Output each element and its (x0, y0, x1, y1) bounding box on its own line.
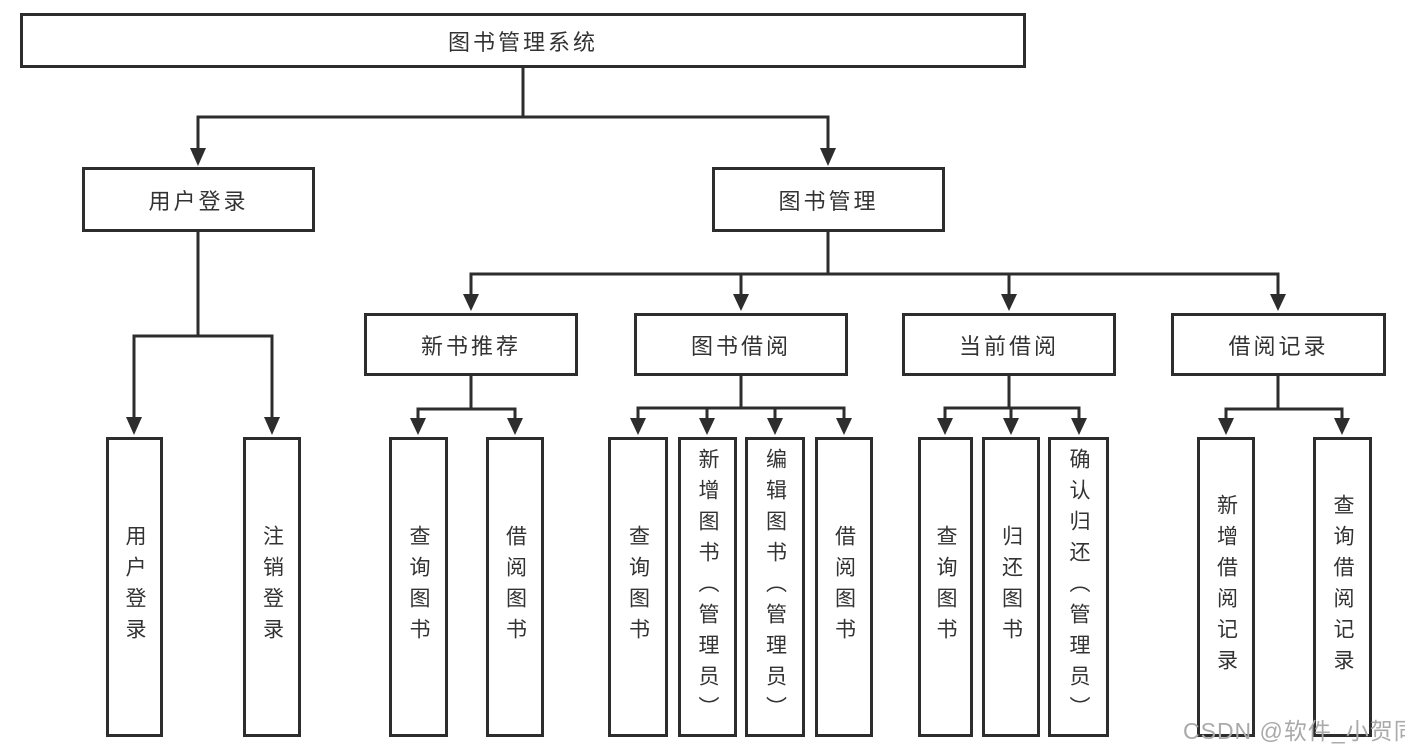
arrowhead (1003, 418, 1019, 435)
arrowhead (836, 418, 852, 435)
node-user-login: 用户登录 (82, 167, 315, 232)
arrowhead (1001, 294, 1017, 311)
arrowhead (190, 148, 206, 166)
leaf-borrowing-edit-books-admin: 编辑图书（管理员） (745, 437, 805, 737)
arrowhead (1334, 418, 1350, 435)
arrowhead (630, 418, 646, 435)
arrowhead (463, 294, 479, 311)
node-book-borrowing: 图书借阅 (634, 313, 848, 376)
arrowhead (126, 417, 142, 435)
leaf-borrowing-query-books: 查询图书 (608, 437, 668, 737)
leaf-newrec-query-books: 查询图书 (389, 437, 448, 737)
connector-root-to-level2 (196, 66, 830, 152)
arrowhead (699, 418, 715, 435)
leaf-records-add-record: 新增借阅记录 (1197, 437, 1255, 737)
arrowhead (937, 418, 953, 435)
node-borrowing-records: 借阅记录 (1171, 313, 1386, 376)
arrowhead (767, 418, 783, 435)
node-book-management: 图书管理 (712, 167, 945, 232)
arrowhead (507, 418, 523, 435)
leaf-logout: 注销登录 (243, 437, 301, 737)
connector-book-mgmt-children (469, 230, 1280, 298)
leaf-user-login: 用户登录 (106, 437, 163, 737)
leaf-current-query-books: 查询图书 (918, 437, 973, 737)
arrowhead (820, 148, 836, 166)
leaf-newrec-borrow-books: 借阅图书 (486, 437, 544, 737)
arrowhead (1071, 418, 1087, 435)
connector-records-children (1224, 374, 1344, 422)
leaf-records-query-record: 查询借阅记录 (1313, 437, 1372, 737)
arrowhead (1218, 418, 1234, 435)
node-library-management-system: 图书管理系统 (20, 13, 1026, 68)
connector-current-children (943, 374, 1081, 422)
node-current-borrowing: 当前借阅 (902, 313, 1116, 376)
node-new-book-recommend: 新书推荐 (364, 313, 578, 376)
connector-borrowing-children (636, 374, 846, 422)
arrowhead (264, 417, 280, 435)
arrowhead (410, 418, 426, 435)
connector-new-rec-children (416, 374, 517, 422)
arrowhead (733, 294, 749, 311)
leaf-borrowing-borrow-books: 借阅图书 (815, 437, 873, 737)
leaf-borrowing-add-books-admin: 新增图书（管理员） (678, 437, 737, 737)
arrowhead (1270, 294, 1286, 311)
connector-user-login-children (132, 230, 274, 421)
leaf-current-confirm-return-admin: 确认归还（管理员） (1048, 437, 1109, 737)
leaf-current-return-books: 归还图书 (982, 437, 1040, 737)
